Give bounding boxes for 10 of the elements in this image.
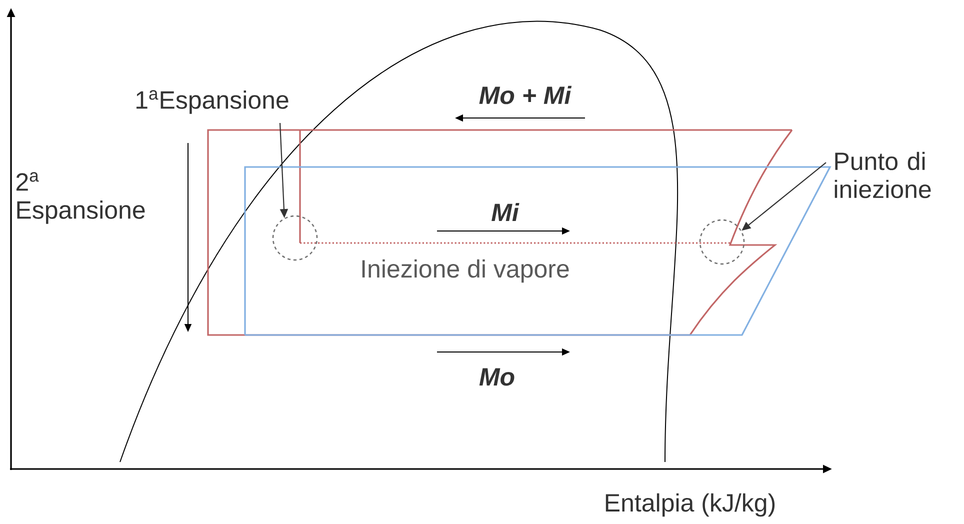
annotation-text: Iniezione di vapore xyxy=(362,259,569,283)
dashed-circle xyxy=(699,219,745,265)
annotation-text: Punto di iniezione xyxy=(834,152,931,198)
flow-label: Mo xyxy=(479,368,514,386)
flow-label: Mo + Mi xyxy=(479,86,572,104)
axis-label: Entalpia (kJ/kg) xyxy=(606,493,775,517)
dashed-circle xyxy=(272,215,318,261)
axis-label: 2$^{a}$ Espansione xyxy=(16,172,145,224)
annotation-text: 1$^{a}$Espansione xyxy=(136,90,288,114)
flow-label: Mi xyxy=(492,202,520,222)
